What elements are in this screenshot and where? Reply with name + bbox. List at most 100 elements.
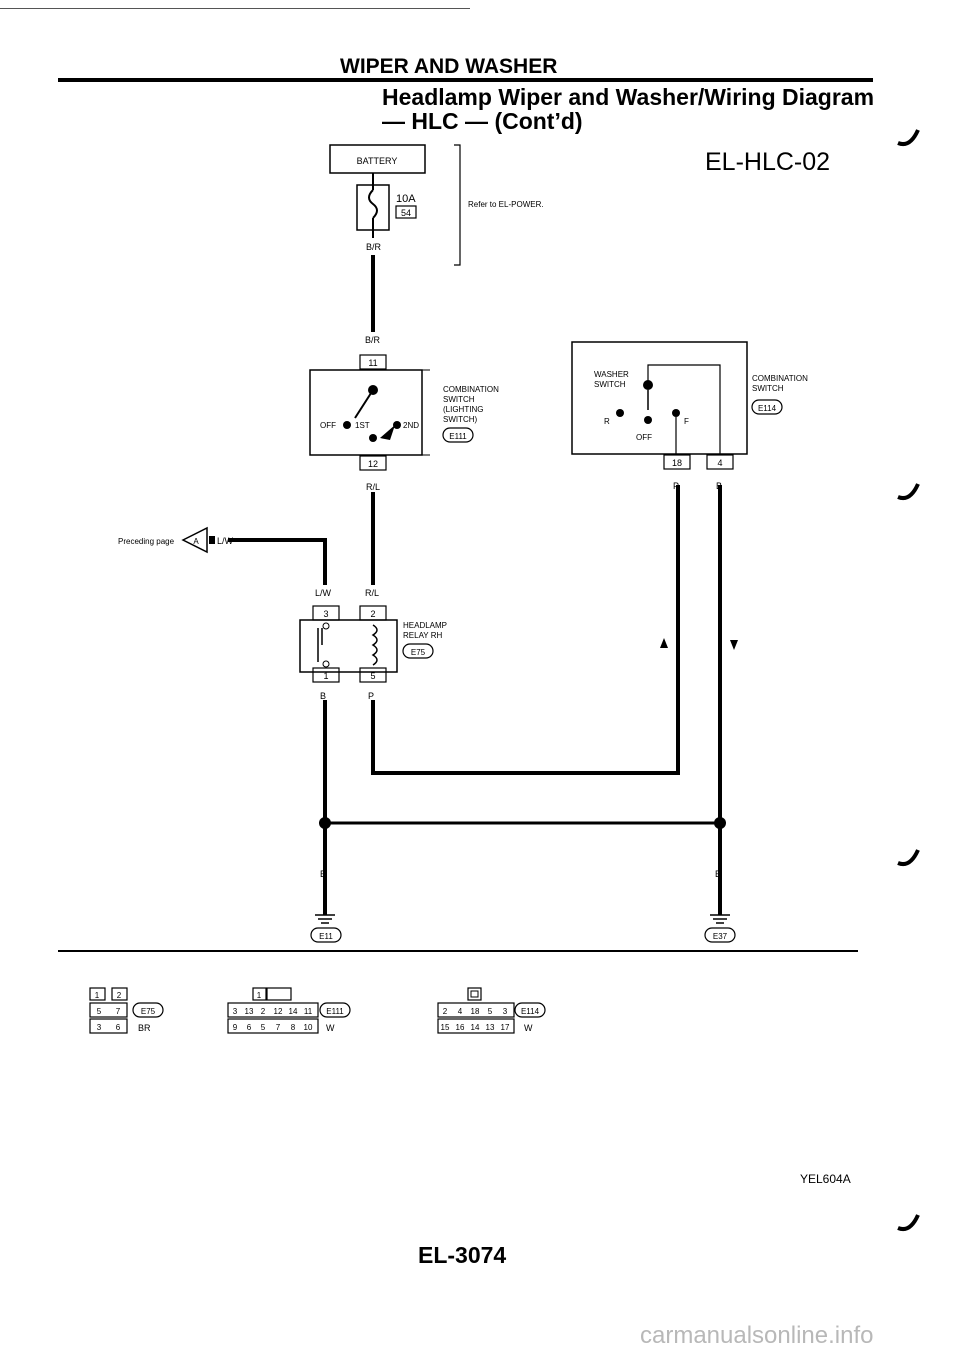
wires [228,255,722,915]
lighting-pin-in: 11 [368,358,377,368]
ground-left-connector: E11 [319,932,333,941]
lighting-switch-box [309,369,423,456]
fuse-rating: 10A [396,193,416,205]
e111-pin-1: 1 [257,991,262,1000]
e111-pin-12: 12 [274,1007,283,1016]
e114-pin-15: 15 [441,1023,450,1032]
e114-pin-17: 17 [501,1023,510,1032]
ground-right-wire: B [715,869,721,879]
lighting-pin-out-box [359,455,387,471]
relay-wire-in-2: R/L [365,588,379,598]
ground-right-badge [704,927,736,943]
relay-wire-in-1: L/W [315,588,332,598]
relay-pin-5: 5 [370,671,375,681]
relay-name-2: RELAY RH [403,631,442,640]
battery-label: BATTERY [357,156,398,166]
preceding-label: Preceding page [118,537,175,546]
e111-pin-14: 14 [289,1007,298,1016]
top-edge-line [0,8,470,9]
washer-pos-off: OFF [636,433,652,442]
lighting-switch: B/R 11 12 OFF 1ST 2ND COMBINATION SWITCH… [309,335,499,492]
e75-pin-6: 6 [116,1023,121,1032]
lighting-switch-wire-out: R/L [366,482,380,492]
washer-connector: E114 [758,404,777,413]
relay-box [299,619,398,673]
relay-name-1: HEADLAMP [403,621,447,630]
e114-label: E114 [521,1007,540,1016]
washer-pos-f: F [684,417,689,426]
e75-pin-5: 5 [97,1007,102,1016]
relay-connector: E75 [411,648,426,657]
lighting-pin-out: 12 [368,459,378,469]
e75-pin-7: 7 [116,1007,121,1016]
washer-switch: WASHER SWITCH R F OFF COMBINATION SWITCH… [571,341,808,650]
e111-pin-8: 8 [291,1023,296,1032]
washer-pos-r: R [604,417,610,426]
ground-left-icon [315,914,335,924]
ground-left-badge [310,927,342,943]
e114-color: W [524,1023,533,1033]
ground-right-icon [710,914,730,924]
washer-pivot-icon [643,380,653,390]
watermark: carmanualsonline.info [640,1322,874,1349]
relay-connector-badge [402,643,434,659]
title-rule [58,78,873,82]
arrow-down-icon [730,640,738,650]
lighting-switch-name-1: COMBINATION [443,385,499,394]
fuse-icon [368,173,378,238]
battery-wire-label: B/R [366,242,382,252]
e114-pin-3: 3 [503,1007,508,1016]
section-title: WIPER AND WASHER [340,55,558,78]
tick-mark-3 [897,849,920,867]
page-number: EL-3074 [418,1242,507,1268]
e75-label: E75 [141,1007,156,1016]
relay-contact-icon [317,628,323,662]
wire-p [371,485,680,775]
lighting-switch-wire-in: B/R [365,335,381,345]
e111-pin-6: 6 [247,1023,252,1032]
wire-lw [228,538,327,585]
lighting-switch-name-2: SWITCH [443,395,475,404]
connector-view-e111: 1 3 13 2 12 14 11 9 6 5 7 8 10 E111 W [227,987,351,1034]
e114-pin-16: 16 [456,1023,465,1032]
e114-pin-18: 18 [471,1007,480,1016]
footer-rule [58,950,858,952]
washer-name-1: WASHER [594,370,629,379]
washer-pin-18: 18 [672,458,682,468]
ground-left-wire: B [320,869,326,879]
battery-block: BATTERY 10A 54 Refer to EL-POWER. B/R [329,144,544,266]
e75-pin-1: 1 [95,991,100,1000]
e111-pin-2: 2 [261,1007,266,1016]
fuse-number-box [395,205,417,219]
tick-mark-4 [897,1214,920,1232]
preceding-connector: A [193,537,199,546]
lighting-pos-1st: 1ST [355,421,370,430]
washer-component-1: COMBINATION [752,374,808,383]
relay-pin-3: 3 [323,609,328,619]
preceding-page-link: Preceding page A L/W [118,526,234,554]
arrow-up-icon [660,638,668,648]
relay-wire-out-1: B [320,691,326,701]
splice-right-icon [714,817,726,829]
e111-pin-3: 3 [233,1007,238,1016]
washer-wire-b: B [716,481,722,491]
page-tick-marks [897,129,920,1232]
grounds: B B E11 E37 [310,817,736,943]
relay-wire-out-2: P [368,691,374,701]
e111-pin-5: 5 [261,1023,266,1032]
figure-code: YEL604A [800,1172,851,1186]
connector-view-e75: 1 2 5 7 3 6 E75 BR [89,987,164,1034]
e111-label: E111 [326,1007,344,1016]
washer-pin-4: 4 [717,458,722,468]
e111-pin-10: 10 [304,1023,313,1032]
e114-pin-5: 5 [488,1007,493,1016]
lighting-connector: E111 [449,432,467,441]
lighting-pos-off: OFF [320,421,336,430]
e75-pin-3: 3 [97,1023,102,1032]
lighting-pin-in-box [359,354,387,370]
e114-pin-2: 2 [443,1007,448,1016]
e75-pin-2: 2 [117,991,122,1000]
tick-mark-1 [897,129,920,147]
page-title: Headlamp Wiper and Washer/Wiring Diagram [382,84,875,110]
